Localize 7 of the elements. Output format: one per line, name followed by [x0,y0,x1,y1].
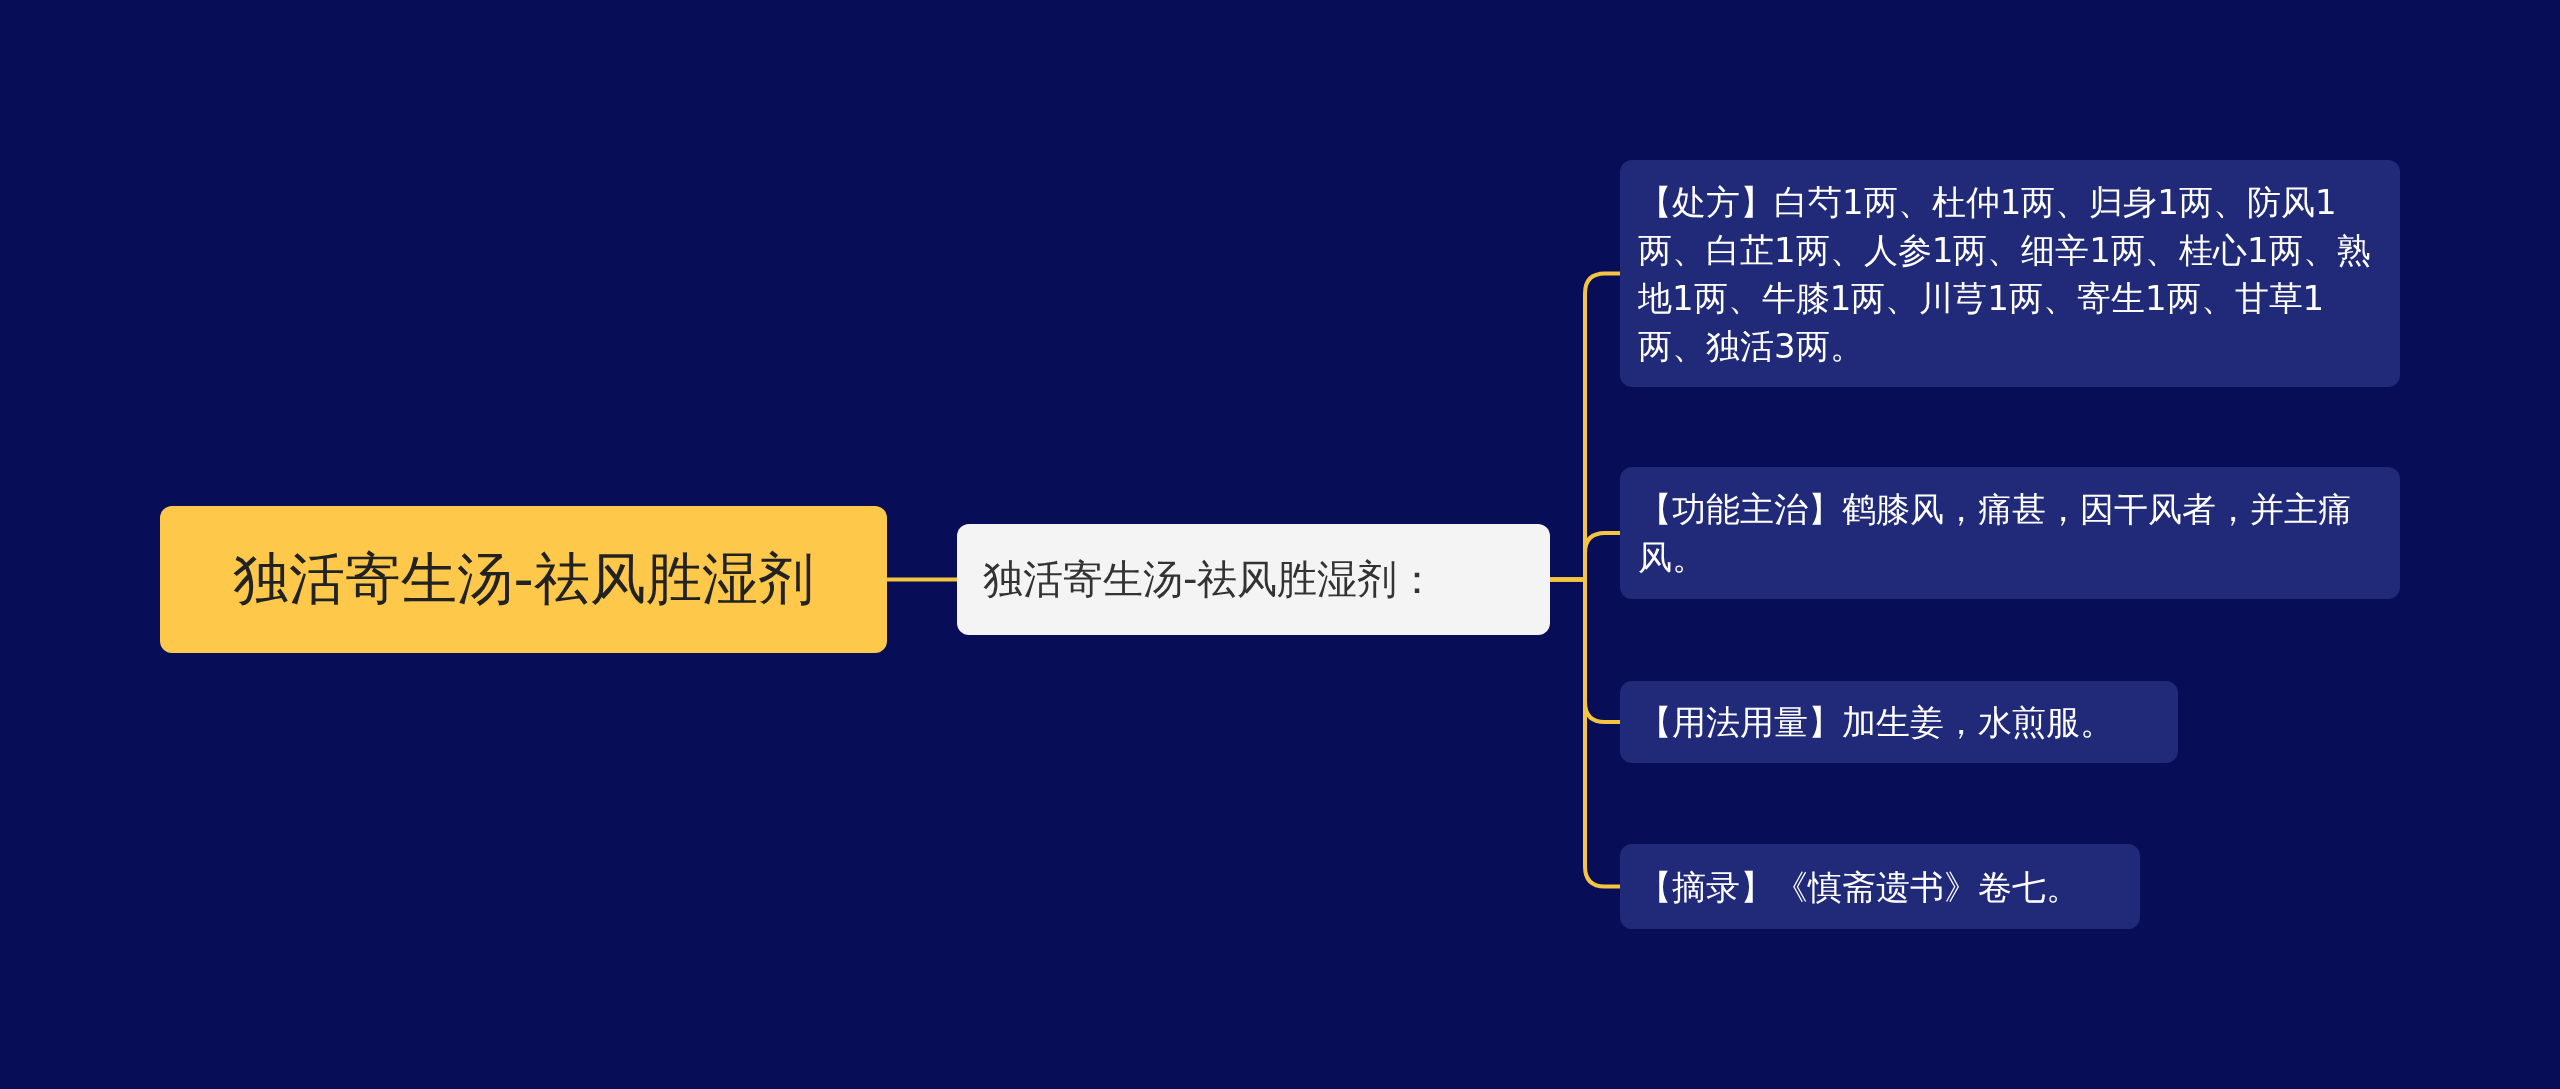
note-box: 【处方】白芍1两、杜仲1两、归身1两、防风1两、白芷1两、人参1两、细辛1两、桂心1两、熟地1两、牛膝1两、川芎1两、寄生1两、甘草1两、独活3两。 [1620,160,2400,387]
connector-line [887,577,957,582]
topic-box: 独活寄生汤-祛风胜湿剂： [957,524,1550,635]
note-box: 【功能主治】鹤膝风，痛甚，因干风者，并主痛风。 [1620,467,2400,599]
note-box: 【摘录】《慎斋遗书》卷七。 [1620,844,2140,929]
note-box: 【用法用量】加生姜，水煎服。 [1620,681,2178,763]
root-topic-box: 独活寄生汤-祛风胜湿剂 [160,506,887,653]
